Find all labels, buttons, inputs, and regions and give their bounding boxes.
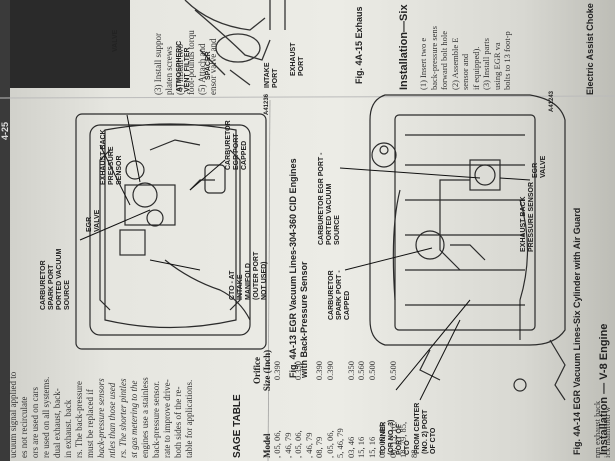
label-exhaust-port: EXHAUST PORT <box>290 42 305 76</box>
bottom-strip-text: nm exhaust back ick manifold w <box>592 400 612 458</box>
table-row: 88 <box>408 449 419 459</box>
page-binding-edge <box>0 0 10 461</box>
label-carburetor-egr-port-capped: CARBURETOR EGR PORT - CAPPED <box>225 120 248 170</box>
six-cylinder-engine-drawing <box>369 94 566 401</box>
electric-assist-choke-heading: Electric Assist Choke <box>585 3 595 95</box>
fig-4a-14-caption: Fig. 4A-14 EGR Vacuum Lines-Six Cylinder… <box>572 207 582 455</box>
text-line: platen screws <box>164 46 174 95</box>
table-row: 08, 15, 16,0.500 <box>387 360 398 458</box>
label-exhaust-back-pressure-sensor-six: EXHAUST BACK PRESSURE SENSOR <box>520 181 535 252</box>
table-row: 5, 46, 79 <box>335 428 345 458</box>
fig-4a-13-code: A41236 <box>264 93 270 115</box>
label-egr-valve: EGR VALVE <box>86 209 101 232</box>
table-row: 18, 79, 85, <box>398 421 408 458</box>
left-body-text: ucuum signal applied to es not recircula… <box>8 371 194 458</box>
table-title: SAGE TABLE <box>232 394 243 458</box>
fig-4a-15-caption: Fig. 4A-15 Exhaus <box>354 6 364 84</box>
installation-six-steps: (1) Insert two e back-pressure sens forw… <box>418 26 512 90</box>
label-spacer: SPACER <box>205 51 212 80</box>
table-row: , 46, 79 <box>282 432 293 459</box>
leader-exhaust-sensor <box>126 114 141 183</box>
page-number: 4-25 <box>0 121 10 140</box>
previous-page-shadow <box>0 0 130 88</box>
table-row: 03, 05, 06, <box>377 421 387 458</box>
label-valve: VALVE <box>112 29 119 52</box>
label-carburetor-spark-port: CARBURETOR SPARK PORT PORTED VACUUM SOUR… <box>40 248 71 310</box>
table-row: , 05, 06,0.390 <box>324 360 335 458</box>
table-header: Model Orifice Size (Inch) <box>252 349 272 458</box>
egr-valve-drawing <box>184 0 286 86</box>
table-row: , 05, 06,0.350 <box>293 360 303 458</box>
fig-4a-14-code: A41243 <box>549 90 555 112</box>
text-line: (3) Install suppor <box>153 33 163 95</box>
label-cto-intake-manifold: CTO - AT INTAKE MANIFOLD (OUTER PORT NOT… <box>229 251 268 300</box>
label-exhaust-back-pressure-sensor: EXHAUST BACK PRESSURE SENSOR <box>100 129 123 185</box>
label-egr-valve-six: EGR VALVE <box>532 155 547 178</box>
table-row: , 05, 06,0.390 <box>272 360 282 458</box>
label-atmospheric-vent-filter: ATMOSPHERIC VENT FILTER <box>176 40 191 92</box>
v8-engine-drawing <box>75 113 267 350</box>
table-row: , 46, 79 <box>303 432 314 459</box>
table-body: , 05, 06,0.390 , 46, 79 , 05, 06,0.350 ,… <box>272 338 419 458</box>
label-carburetor-spark-port-capped: CARBURETOR SPARK PORT - CAPPED <box>328 270 351 320</box>
orifice-table: Model Orifice Size (Inch) , 05, 06,0.390… <box>244 338 419 458</box>
label-carburetor-egr-port: CARBURETOR EGR PORT - PORTED VACUUM SOUR… <box>318 152 341 245</box>
installation-six-heading: Installation—Six <box>398 4 410 90</box>
label-intake-port: INTAKE PORT <box>264 62 279 88</box>
